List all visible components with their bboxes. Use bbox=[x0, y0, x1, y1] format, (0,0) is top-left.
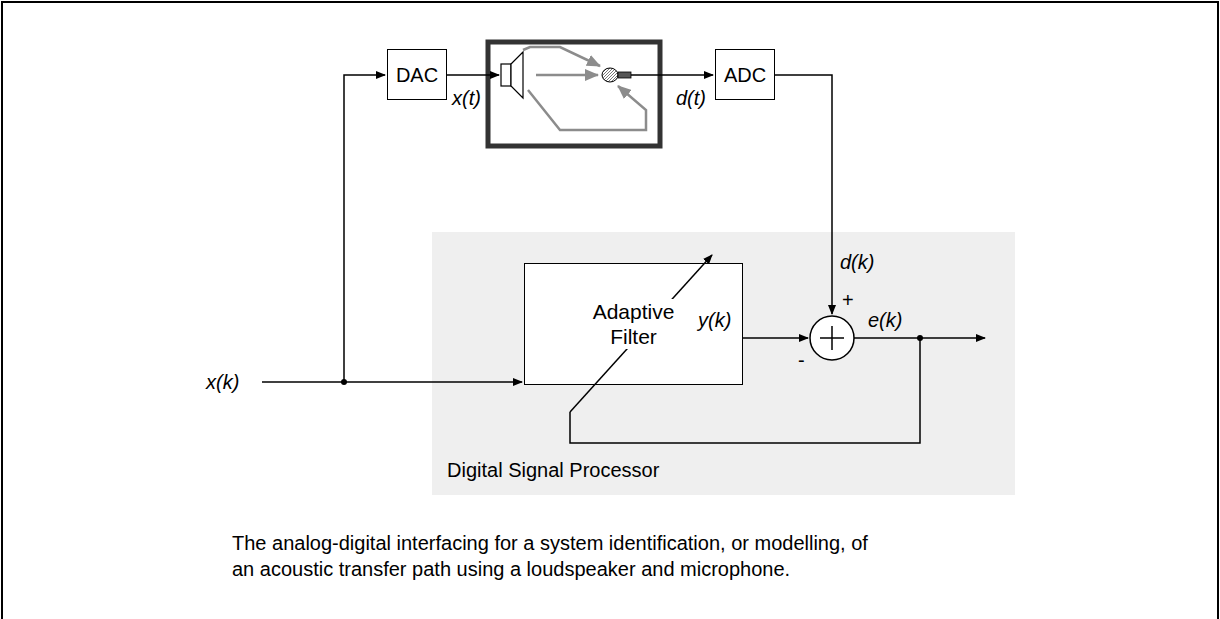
junction-dot bbox=[917, 335, 923, 341]
box-label: DAC bbox=[396, 63, 438, 87]
box-label: Adaptive Filter bbox=[579, 299, 689, 349]
sign-label: + bbox=[842, 288, 854, 312]
figure-caption: The analog-digital interfacing for a sys… bbox=[232, 530, 872, 582]
loudspeaker-symbol bbox=[501, 52, 523, 98]
microphone-symbol bbox=[602, 68, 631, 82]
processor-region: Digital Signal Processor Adaptive Filter bbox=[432, 232, 1015, 495]
acoustic-paths bbox=[523, 47, 646, 130]
signal-name: x(k) bbox=[206, 370, 239, 394]
junction-dot bbox=[341, 379, 347, 385]
filter-fill bbox=[524, 263, 743, 385]
signal-name: y(k) bbox=[698, 308, 731, 332]
signal-name: e(k) bbox=[868, 308, 902, 332]
box-label: ADC bbox=[724, 63, 766, 87]
sign-label: - bbox=[798, 348, 805, 372]
signal-wires bbox=[262, 75, 985, 443]
summing-junction bbox=[810, 316, 854, 360]
signal-name: d(t) bbox=[676, 86, 706, 110]
acoustic-enclosure bbox=[488, 42, 660, 146]
converter-box: DAC bbox=[387, 49, 447, 100]
signal-name: x(t) bbox=[452, 86, 481, 110]
region-title: Digital Signal Processor bbox=[447, 458, 659, 482]
signal-name: d(k) bbox=[840, 250, 874, 274]
converter-box: ADC bbox=[715, 49, 775, 100]
